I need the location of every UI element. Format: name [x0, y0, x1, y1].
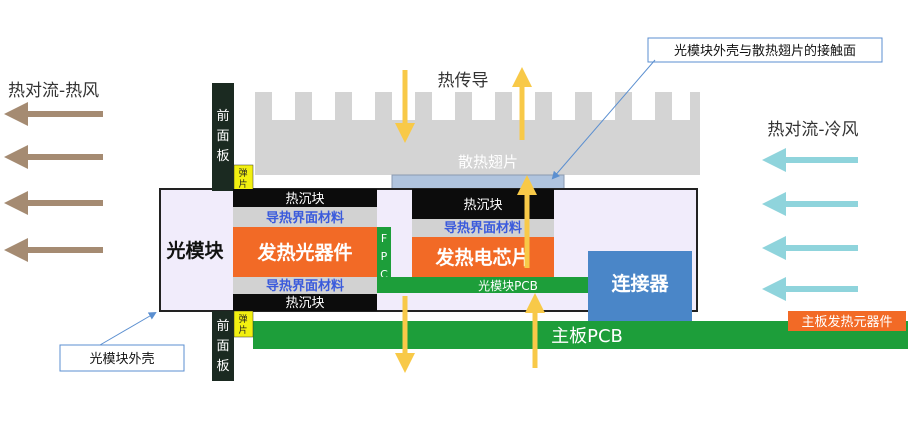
fpc: [377, 227, 391, 293]
optical-device: [233, 227, 377, 277]
module-shell-callout: [59, 344, 185, 372]
cold-air-label: 热对流-冷风: [767, 120, 858, 140]
front-panel-top-label: 前面板: [216, 108, 229, 164]
heat-sink-block-chip-label: 热沉块: [463, 198, 502, 213]
heatsink-label: 散热翅片: [458, 153, 518, 171]
front-panel-bottom: [212, 311, 234, 381]
contact-surface-pointer: [551, 59, 656, 180]
front-panel-bottom-label: 前面板: [216, 318, 229, 374]
chip: [412, 237, 554, 277]
tim-chip-label: 导热界面材料: [444, 220, 522, 236]
hot-air-arrows: [4, 102, 103, 262]
heatsink: [255, 92, 700, 175]
tim-chip: [412, 219, 554, 237]
tim-top-left-label: 导热界面材料: [266, 210, 344, 226]
contact-surface-callout-label: 光模块外壳与散热翅片的接触面: [674, 43, 856, 59]
module-pcb-label: 光模块PCB: [478, 279, 538, 293]
heat-sink-block-top-left-label: 热沉块: [285, 192, 324, 207]
heat-arrows: [395, 67, 545, 373]
connector-label: 连接器: [611, 272, 669, 295]
chip-label: 发热电芯片: [434, 246, 530, 269]
cold-air-arrows: [762, 148, 858, 301]
module-pcb: [377, 277, 610, 293]
spring-bottom-label: 弹片: [238, 313, 247, 336]
heat-sink-block-bottom-left: [233, 294, 377, 311]
tim-bottom-left-label: 导热界面材料: [266, 278, 344, 294]
hot-air-label: 热对流-热风: [8, 81, 99, 101]
module-shell-callout-label: 光模块外壳: [89, 352, 154, 367]
optical-device-label: 发热光器件: [256, 241, 352, 264]
board-component: [788, 311, 906, 331]
connector: [588, 251, 692, 321]
contact-surface: [391, 174, 565, 190]
main-pcb-label: 主板PCB: [551, 326, 623, 347]
spring-top-label: 弹片: [238, 167, 247, 190]
module-shell-pointer: [99, 311, 157, 346]
board-component-label: 主板发热元器件: [801, 314, 892, 330]
module-label: 光模块: [165, 239, 224, 262]
heat-sink-block-bottom-left-label: 热沉块: [285, 296, 324, 311]
heat-sink-block-top-left: [233, 189, 377, 207]
conduction-label: 热传导: [438, 71, 489, 91]
tim-top-left: [233, 207, 377, 227]
front-panel-top: [212, 83, 234, 191]
contact-surface-callout: [647, 37, 883, 63]
tim-bottom-left: [233, 277, 377, 294]
